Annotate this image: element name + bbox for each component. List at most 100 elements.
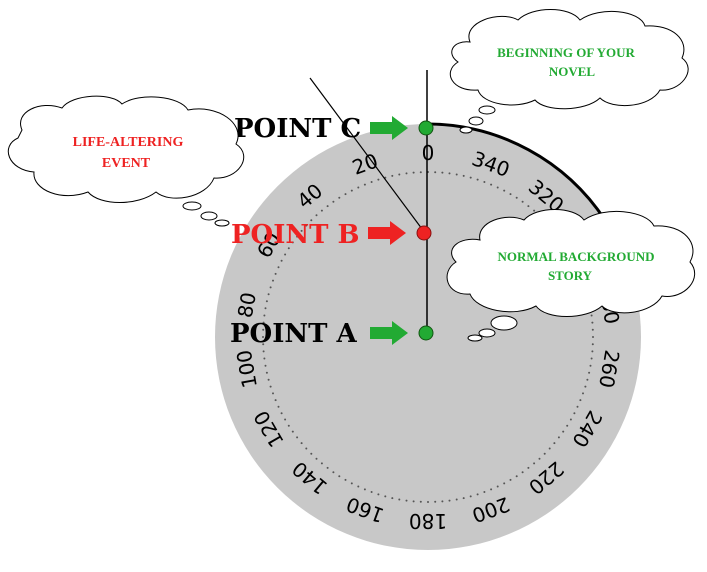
dial-ring-dot	[391, 174, 394, 177]
dial-tick-label: 80	[233, 290, 261, 319]
dial-ring-dot	[441, 500, 444, 503]
dial-ring-dot	[370, 491, 373, 493]
dial-ring-dot	[521, 471, 524, 474]
dial-ring-dot	[344, 193, 347, 196]
dial-ring-dot	[274, 272, 277, 275]
dial-ring-dot	[412, 171, 415, 174]
dial-ring-dot	[496, 485, 499, 488]
dial-ring-dot	[262, 321, 265, 324]
dial-ring-dot	[553, 442, 556, 445]
dial-ring-dot	[441, 171, 444, 174]
dial-ring-dot	[310, 452, 313, 455]
dial-ring-dot	[263, 357, 266, 360]
dial-ring-dot	[579, 399, 582, 402]
dial-ring-dot	[363, 183, 366, 186]
dial-ring-dot	[264, 364, 267, 367]
dial-ring-dot	[377, 493, 380, 496]
cloud-text-line: LIFE-ALTERING	[73, 135, 184, 150]
dial-ring-dot	[296, 436, 299, 439]
dial-ring-dot	[305, 447, 308, 450]
cloud-shape	[7, 95, 245, 203]
dial-ring-dot	[357, 186, 360, 189]
dial-tick-label: 0	[422, 141, 435, 165]
dial-ring-dot	[405, 499, 408, 502]
cloud-tail-bubble	[182, 201, 202, 211]
point-a-label: POINT A	[230, 319, 358, 349]
dial-ring-dot	[469, 495, 472, 498]
point-c-arrow	[370, 116, 408, 140]
dial-ring-dot	[291, 241, 294, 244]
dial-ring-dot	[496, 186, 499, 189]
dial-ring-dot	[503, 189, 506, 192]
dial-ring-dot	[591, 328, 594, 331]
dial-tick-label: 180	[409, 509, 447, 533]
dial-ring-dot	[469, 176, 472, 179]
dial-ring-dot	[262, 343, 265, 346]
dial-ring-dot	[591, 350, 594, 353]
dial-ring-dot	[338, 475, 341, 478]
dial-ring-dot	[448, 172, 451, 175]
dial-ring-dot	[490, 183, 493, 186]
dial-ring-dot	[370, 181, 373, 183]
cloud-tail-bubble	[459, 126, 473, 134]
dial-ring-dot	[590, 314, 593, 317]
dial-ring-dot	[265, 371, 268, 374]
dial-ring-dot	[483, 181, 486, 183]
dial-ring-dot	[384, 495, 387, 498]
dial-ring-dot	[344, 478, 347, 481]
dial-ring-dot	[363, 488, 366, 491]
dial-ring-dot	[284, 418, 287, 421]
dial-ring-dot	[582, 392, 584, 395]
dial-ring-dot	[315, 457, 318, 460]
cloud-normal-background-story: NORMAL BACKGROUND STORY	[446, 209, 696, 342]
dial-ring-dot	[296, 235, 299, 238]
dial-ring-dot	[264, 307, 267, 310]
dial-ring-dot	[533, 209, 536, 212]
dial-ring-dot	[338, 196, 341, 199]
dial-ring-dot	[277, 266, 280, 269]
dial-ring-dot	[455, 498, 458, 501]
dial-ring-dot	[543, 452, 546, 455]
dial-ring-dot	[277, 405, 280, 408]
cloud-text-line: NORMAL BACKGROUND	[497, 249, 654, 264]
dial-ring-dot	[538, 457, 541, 460]
dial-ring-dot	[262, 350, 265, 353]
dial-ring-dot	[527, 466, 530, 469]
dial-ring-dot	[326, 205, 329, 208]
dial-ring-dot	[310, 219, 313, 222]
point-c-marker	[418, 120, 434, 136]
dial-ring-dot	[419, 500, 422, 503]
point-a-arrow	[370, 321, 408, 345]
dial-ring-dot	[503, 482, 506, 485]
dial-ring-dot	[320, 462, 323, 465]
dial-ring-dot	[300, 229, 303, 232]
point-b-marker	[416, 225, 432, 241]
dial-ring-dot	[262, 328, 265, 331]
cloud-text-line: NOVEL	[549, 64, 596, 79]
dial-ring-dot	[434, 500, 437, 503]
dial-ring-dot	[398, 173, 401, 176]
dial-ring-dot	[569, 418, 572, 421]
cloud-text-line: EVENT	[102, 156, 151, 171]
cloud-life-altering-event: LIFE-ALTERING EVENT	[7, 95, 245, 227]
dial-ring-dot	[586, 378, 589, 381]
diagonal-needle-line	[309, 77, 426, 234]
dial-ring-dot	[272, 392, 274, 395]
dial-ring-dot	[483, 491, 486, 493]
dial-ring-dot	[284, 253, 287, 256]
cloud-tail-bubble	[467, 334, 483, 342]
cloud-shape	[449, 9, 689, 110]
dial-ring-dot	[326, 466, 329, 469]
dial-ring-dot	[427, 501, 429, 503]
dial-ring-dot	[320, 209, 323, 212]
cloud-tail-bubble	[214, 219, 230, 227]
dial-ring-dot	[573, 412, 576, 415]
dial-ring-dot	[274, 399, 277, 402]
dial-ring-dot	[448, 499, 451, 502]
dial-ring-dot	[272, 279, 274, 282]
dial-ring-dot	[515, 196, 518, 199]
cloud-tail-bubble	[490, 315, 518, 331]
cloud-tail-bubble	[478, 105, 496, 115]
point-b-arrow	[368, 221, 406, 245]
